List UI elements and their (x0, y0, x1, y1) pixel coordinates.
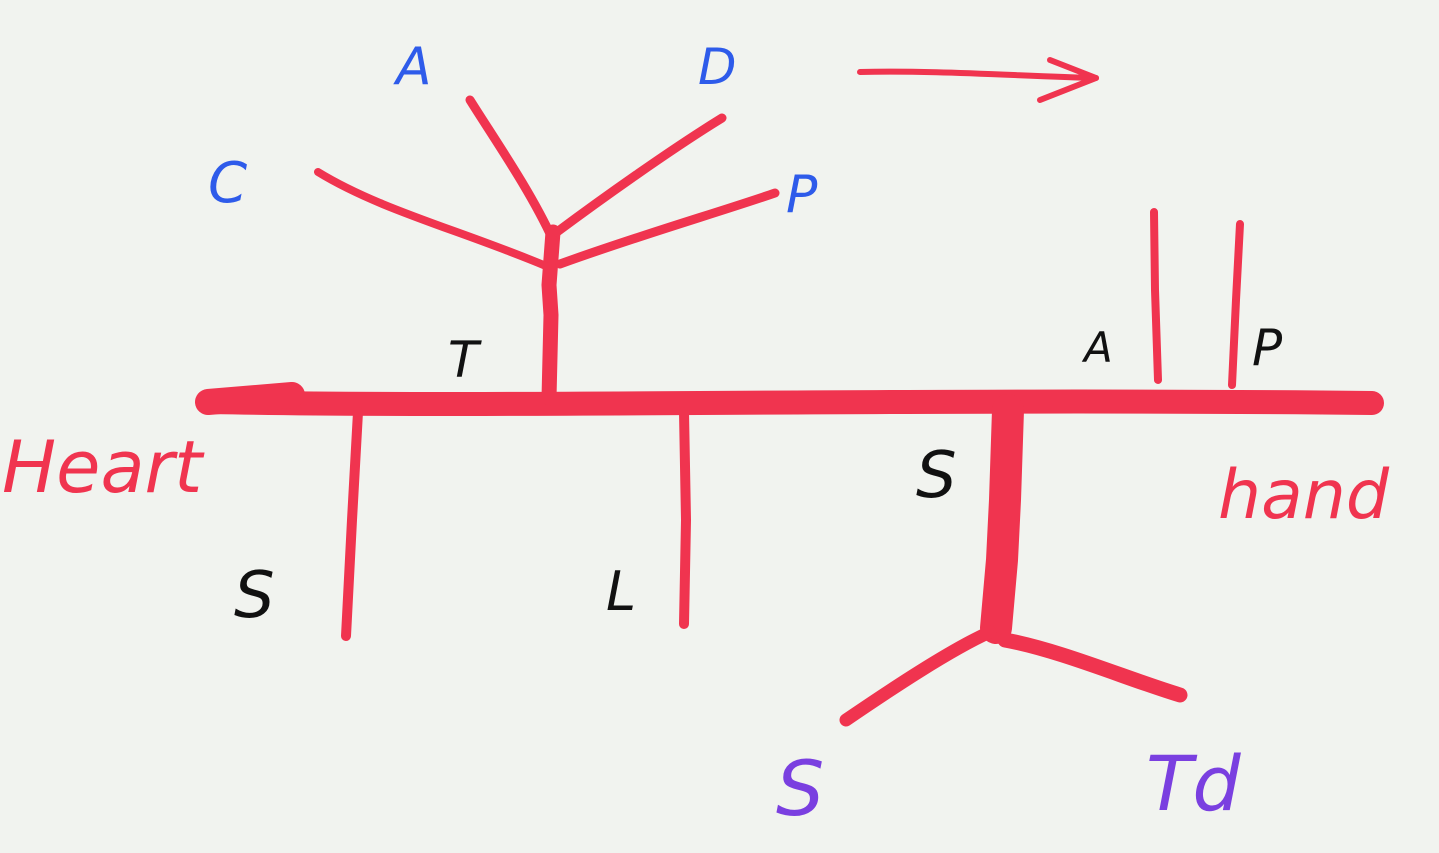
label-heart: Heart (2, 425, 205, 509)
label-branch-p: P (786, 165, 818, 225)
label-hand-branch-s: S (776, 744, 824, 833)
label-distal-a: A (1081, 323, 1113, 372)
lower-mid-branch (679, 407, 691, 629)
label-branch-a: A (393, 37, 432, 97)
label-hand: hand (1218, 456, 1390, 535)
label-lower-left-s: S (234, 559, 275, 633)
label-branch-c: C (208, 151, 247, 216)
branch-to-c (314, 168, 550, 270)
branch-to-p (555, 188, 780, 269)
branch-to-d (552, 113, 727, 237)
label-trunk-t: T (448, 331, 482, 389)
label-lower-right-s: S (916, 439, 957, 513)
hand-branch-td (997, 632, 1188, 703)
main-artery-line (200, 389, 1384, 416)
lower-left-branch (341, 407, 363, 641)
branch-to-a (465, 95, 558, 245)
label-distal-p: P (1252, 319, 1283, 377)
label-hand-branch-td: Td (1146, 739, 1241, 828)
upper-trunk (541, 224, 561, 406)
label-lower-mid-l: L (606, 560, 636, 623)
distal-branch-a (1150, 208, 1162, 384)
main-artery-cap (195, 382, 305, 415)
arrow-right-icon (857, 57, 1099, 103)
distal-branch-p (1228, 220, 1244, 389)
hand-branch-s (839, 625, 997, 727)
lower-right-branch (980, 394, 1024, 644)
label-branch-d: D (698, 38, 737, 96)
